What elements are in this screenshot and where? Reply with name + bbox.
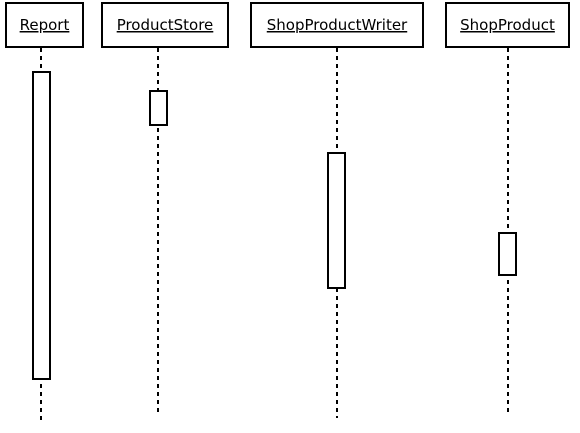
object-box-shopproduct[interactable] (445, 2, 570, 48)
object-box-productstore[interactable] (101, 2, 229, 48)
participant-productstore: ProductStore (101, 2, 229, 412)
participant-shopproduct: ShopProduct (445, 2, 570, 412)
object-box-report[interactable] (5, 2, 84, 48)
object-label-productstore: ProductStore (117, 16, 214, 34)
participant-shopproductwriter: ShopProductWriter (250, 2, 424, 418)
object-box-shopproductwriter[interactable] (250, 2, 424, 48)
object-label-report: Report (20, 16, 70, 34)
participant-report: Report (5, 2, 84, 420)
activation-shopproductwriter (327, 152, 346, 289)
activation-report (32, 71, 51, 380)
object-label-shopproduct: ShopProduct (460, 16, 555, 34)
activation-shopproduct (498, 232, 517, 276)
activation-productstore (149, 90, 168, 126)
object-label-shopproductwriter: ShopProductWriter (267, 16, 408, 34)
